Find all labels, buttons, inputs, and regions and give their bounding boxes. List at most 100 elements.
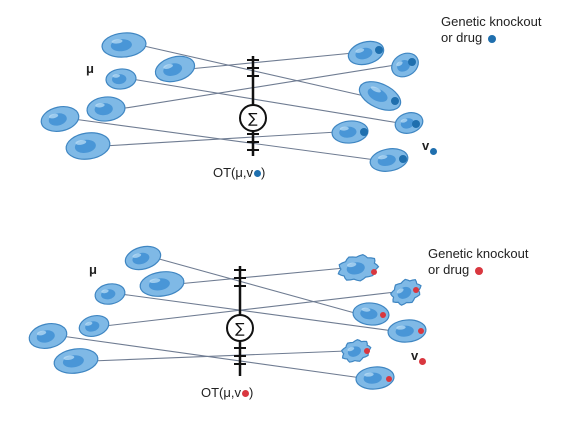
v-label-top-text: v (422, 138, 430, 153)
cell-highlight (339, 126, 349, 131)
source-cell (124, 245, 162, 271)
transport-line (61, 335, 362, 379)
cell-highlight (364, 372, 374, 377)
cell-highlight (163, 64, 173, 69)
transport-line (177, 267, 345, 285)
target-cell (387, 319, 427, 343)
source-cell (101, 32, 147, 58)
ot-label-bottom: OT(μ,v) (201, 385, 253, 401)
target-cell (355, 366, 395, 390)
target-cell (369, 148, 409, 172)
v-label-top: v (422, 138, 438, 155)
cell-highlight (396, 288, 404, 294)
ot-label-bottom-suffix: ) (248, 385, 254, 400)
cell-highlight (400, 118, 408, 123)
source-cell (78, 314, 110, 338)
perturbation-dot (418, 328, 424, 334)
annotation-top-line2: or drug (441, 30, 541, 46)
red-dot-icon (474, 266, 483, 275)
source-cell (40, 106, 80, 132)
perturbation-dot (371, 269, 377, 275)
annotation-bottom-line2-text: or drug (428, 262, 470, 277)
blue-dot-icon (487, 34, 496, 43)
annotation-top: Genetic knockout or drug (441, 14, 541, 46)
annotation-bottom-line1: Genetic knockout (428, 246, 529, 261)
annotation-top-line1: Genetic knockout (441, 14, 542, 29)
source-cell (139, 271, 185, 297)
transport-line (119, 64, 396, 110)
panel-top: ∑ (40, 32, 424, 172)
mu-label-top: μ (86, 61, 94, 76)
cell-highlight (48, 113, 59, 119)
sum-node (226, 314, 254, 342)
ot-label-bottom-prefix: OT(μ,v (201, 385, 241, 400)
perturbation-dot (413, 287, 419, 293)
target-cell (394, 112, 424, 134)
perturbation-dot (408, 58, 416, 66)
target-cell (358, 81, 402, 111)
transport-line (131, 78, 400, 124)
transport-line (104, 291, 396, 327)
cell-highlight (75, 139, 87, 145)
source-cell (65, 132, 111, 160)
cell-highlight (361, 307, 371, 312)
ot-label-top-prefix: OT(μ,v (213, 165, 253, 180)
cell-highlight (347, 347, 355, 352)
transport-line (155, 257, 359, 315)
panel-bottom: ∑ (28, 245, 427, 390)
target-cell (337, 254, 380, 282)
sum-icon: ∑ (235, 321, 245, 337)
perturbation-dot (375, 46, 383, 54)
transport-line (103, 131, 338, 147)
source-cell (105, 68, 137, 90)
annotation-bottom-line2: or drug (428, 262, 528, 278)
cell-highlight (370, 86, 381, 93)
blue-dot-icon (253, 170, 261, 178)
cell-highlight (346, 262, 357, 268)
v-label-bottom-text: v (411, 348, 419, 363)
source-cell (53, 348, 99, 374)
cell-highlight (111, 39, 123, 44)
transport-line (91, 350, 347, 362)
ot-label-top-suffix: ) (260, 165, 266, 180)
annotation-top-line2-text: or drug (441, 30, 483, 45)
source-cell (28, 323, 68, 349)
sum-icon: ∑ (248, 111, 258, 127)
cell-highlight (149, 278, 161, 284)
cell-highlight (95, 103, 105, 108)
target-cell (352, 302, 390, 326)
transport-line (120, 293, 394, 332)
transport-line (73, 118, 376, 161)
cell-highlight (36, 330, 47, 336)
target-cell (341, 338, 372, 363)
cell-highlight (101, 289, 109, 294)
cell-highlight (85, 321, 93, 326)
red-dot-icon (241, 390, 249, 398)
target-cell (389, 278, 422, 306)
ot-label-top: OT(μ,v) (213, 165, 265, 181)
cell-highlight (132, 253, 142, 258)
cell-highlight (63, 355, 75, 361)
perturbation-dot (364, 348, 370, 354)
blue-dot-icon (430, 148, 438, 155)
source-cell (94, 283, 126, 305)
transport-line (188, 52, 354, 70)
sum-node (239, 104, 267, 132)
perturbation-dot (360, 128, 368, 136)
perturbation-dot (412, 120, 420, 128)
cell-highlight (396, 325, 406, 330)
perturbation-dot (386, 376, 392, 382)
cell-highlight (396, 61, 403, 67)
v-label-bottom: v (411, 348, 427, 365)
target-cell (391, 52, 419, 78)
mu-label-bottom: μ (89, 262, 97, 277)
perturbation-dot (380, 312, 386, 318)
cell-nucleus (367, 87, 388, 102)
perturbation-dot (399, 155, 407, 163)
target-cell (347, 40, 385, 66)
cell-highlight (355, 48, 365, 53)
cell-highlight (378, 155, 388, 160)
target-cell (331, 120, 369, 144)
